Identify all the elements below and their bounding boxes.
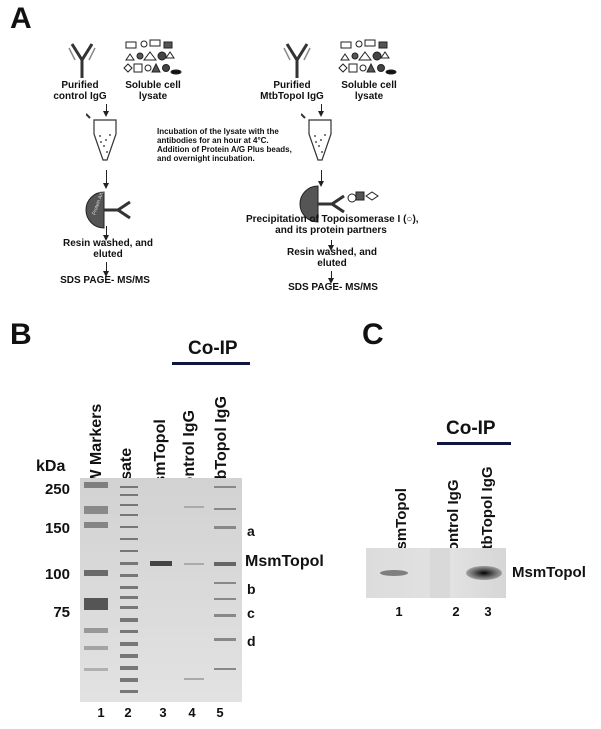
coip-label-c: Co-IP	[446, 418, 496, 439]
right-arrow-3	[327, 240, 334, 251]
lane-number-3: 3	[159, 705, 167, 720]
kda-marker-100: 100	[44, 566, 70, 583]
precipitation-label: Precipitation of Topoisomerase I (○), an…	[246, 214, 419, 236]
left-resin-label: Resin washed, and eluted	[62, 238, 154, 260]
right-antibody-lysate-illustration	[283, 39, 397, 78]
kda-label: kDa	[36, 458, 66, 475]
left-antibody-lysate-illustration	[68, 39, 182, 78]
band-label-msmtopol: MsmTopol	[245, 553, 324, 570]
right-lysate-label: Soluble cell lysate	[341, 80, 397, 102]
left-arrow-1	[102, 104, 109, 117]
band-label-a: a	[247, 523, 255, 539]
lysate-shapes-icon	[123, 39, 182, 75]
left-tube-icon	[86, 113, 117, 161]
left-final-label: SDS PAGE- MS/MS	[60, 275, 150, 286]
kda-marker-250: 250	[44, 481, 70, 498]
antibody-icon	[285, 43, 309, 78]
lane-number-c-1: 1	[395, 604, 403, 619]
coip-bar-c	[437, 442, 511, 445]
kda-marker-150: 150	[44, 520, 70, 537]
right-bead-complex-icon	[299, 185, 379, 223]
lane-number-4: 4	[188, 705, 196, 720]
lane-number-5: 5	[216, 705, 224, 720]
lane-number-1: 1	[97, 705, 105, 720]
right-final-label: SDS PAGE- MS/MS	[288, 282, 378, 293]
band-label-c: c	[247, 605, 255, 621]
left-bead-icon: Protein A/G	[85, 190, 131, 229]
kda-marker-75: 75	[53, 604, 70, 621]
panel-c-letter: C	[362, 318, 384, 351]
left-antibody-label: Purified control IgG	[53, 80, 107, 102]
left-lysate-label: Soluble cell lysate	[125, 80, 181, 102]
incubation-description: Incubation of the lysate with the antibo…	[157, 127, 292, 163]
lysate-shapes-icon	[338, 39, 397, 75]
right-resin-label: Resin washed, and eluted	[286, 247, 378, 269]
coip-label-b: Co-IP	[188, 338, 238, 359]
right-arrow-1	[317, 104, 324, 117]
right-arrow-2	[317, 170, 324, 187]
panel-a-letter: A	[10, 2, 32, 35]
coip-bar-b	[172, 362, 250, 365]
panel-b-letter: B	[10, 318, 32, 351]
right-antibody-label: Purified MtbTopoI IgG	[260, 80, 324, 102]
band-label-b: b	[247, 581, 256, 597]
band-label-c-msmtopol: MsmTopol	[512, 564, 586, 581]
left-arrow-2	[102, 170, 109, 189]
antibody-icon	[70, 43, 94, 78]
gel-c-image	[366, 548, 506, 598]
left-arrow-4	[102, 262, 109, 277]
right-tube-icon	[301, 113, 332, 161]
left-arrow-3	[102, 226, 109, 241]
right-arrow-4	[327, 271, 334, 284]
band-label-d: d	[247, 633, 256, 649]
lane-number-c-2: 2	[452, 604, 460, 619]
lane-number-c-3: 3	[484, 604, 492, 619]
gel-b-image	[80, 478, 242, 702]
lane-number-2: 2	[124, 705, 132, 720]
